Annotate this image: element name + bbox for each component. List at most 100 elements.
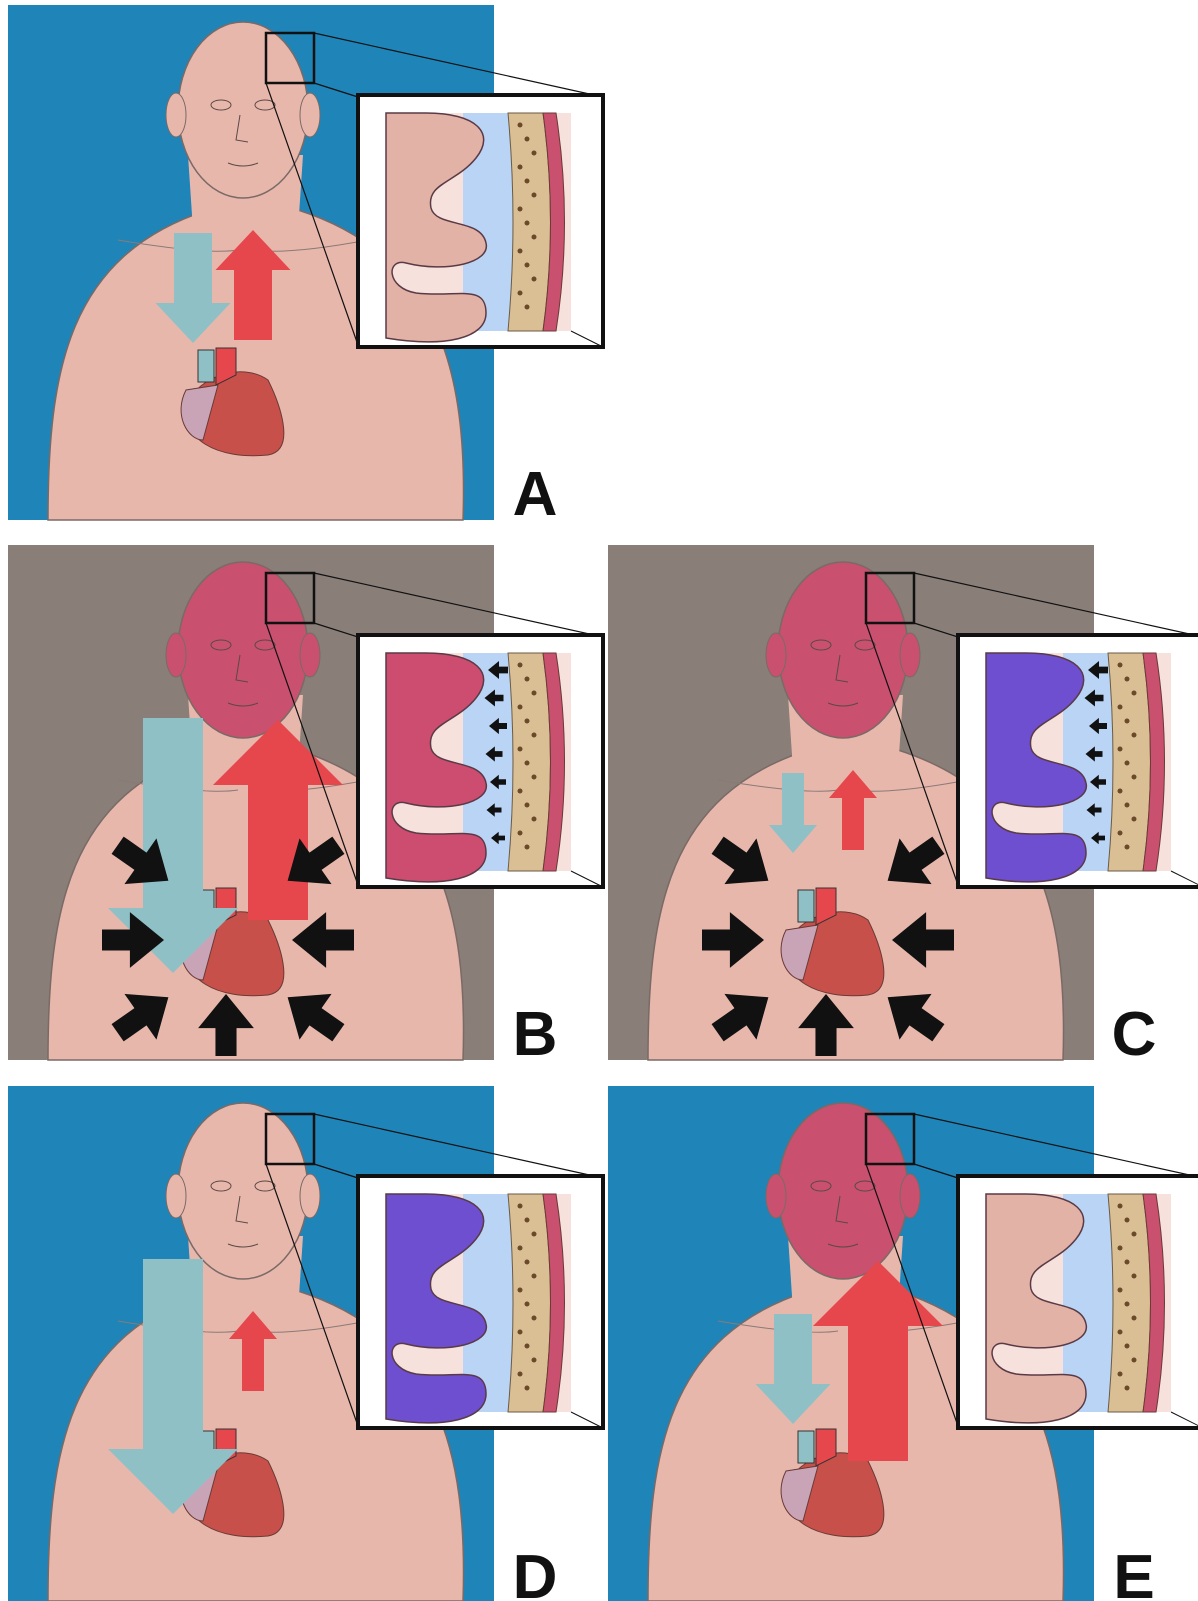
vena-cava	[198, 350, 214, 382]
bone-pore	[532, 733, 537, 738]
brain-inset	[358, 635, 603, 887]
head	[778, 1103, 908, 1279]
bone-pore	[1132, 775, 1137, 780]
head	[178, 1103, 308, 1279]
bone-pore	[525, 761, 530, 766]
bone-pore	[518, 165, 523, 170]
bone-pore	[1125, 677, 1130, 682]
bone-pore	[518, 1372, 523, 1377]
bone-pore	[532, 1274, 537, 1279]
bone-pore	[1125, 1302, 1130, 1307]
left-ear	[166, 1174, 186, 1218]
bone-pore	[532, 151, 537, 156]
bone-pore	[518, 123, 523, 128]
brain-gyri	[986, 653, 1086, 882]
panel-label: A	[513, 460, 558, 529]
panel-c: C	[608, 545, 1198, 1069]
bone-pore	[525, 719, 530, 724]
panel-d: D	[8, 1086, 603, 1601]
bone-pore	[1118, 705, 1123, 710]
bone-pore	[518, 1204, 523, 1209]
bone-pore	[1125, 1386, 1130, 1391]
brain-gyri	[986, 1194, 1086, 1423]
bone-pore	[1118, 1246, 1123, 1251]
bone-pore	[518, 789, 523, 794]
bone-pore	[525, 1218, 530, 1223]
bone-pore	[525, 677, 530, 682]
head	[178, 562, 308, 738]
bone-pore	[1118, 1204, 1123, 1209]
brain-gyri	[386, 113, 486, 342]
panel-label: C	[1112, 1000, 1157, 1069]
bone-pore	[525, 845, 530, 850]
bone-pore	[1125, 1218, 1130, 1223]
bone-pore	[1118, 1330, 1123, 1335]
bone-pore	[518, 1246, 523, 1251]
bone-pore	[532, 277, 537, 282]
bone-pore	[532, 1232, 537, 1237]
left-ear	[166, 633, 186, 677]
right-ear	[300, 633, 320, 677]
bone-pore	[525, 263, 530, 268]
right-ear	[900, 1174, 920, 1218]
bone-pore	[1132, 733, 1137, 738]
bone-pore	[518, 207, 523, 212]
bone-pore	[525, 1302, 530, 1307]
bone-pore	[532, 1316, 537, 1321]
panel-label: E	[1113, 1543, 1154, 1601]
bone-pore	[1132, 1232, 1137, 1237]
bone-pore	[525, 221, 530, 226]
bone-pore	[518, 1330, 523, 1335]
right-ear	[300, 1174, 320, 1218]
bone-pore	[1118, 789, 1123, 794]
brain-inset	[958, 1176, 1198, 1428]
bone-pore	[525, 1386, 530, 1391]
bone-pore	[1132, 817, 1137, 822]
panel-e: E	[608, 1086, 1198, 1601]
bone-pore	[518, 747, 523, 752]
bone-pore	[1125, 761, 1130, 766]
bone-pore	[518, 249, 523, 254]
bone-pore	[1125, 1344, 1130, 1349]
right-ear	[300, 93, 320, 137]
left-ear	[766, 633, 786, 677]
head	[178, 22, 308, 198]
brain-inset	[358, 1176, 603, 1428]
brain-inset	[358, 95, 603, 347]
bone-pore	[518, 291, 523, 296]
bone-pore	[532, 691, 537, 696]
panel-b: B	[8, 545, 603, 1069]
bone-pore	[1118, 831, 1123, 836]
bone-pore	[525, 803, 530, 808]
bone-pore	[525, 1260, 530, 1265]
bone-pore	[518, 705, 523, 710]
vena-cava	[798, 890, 814, 922]
right-ear	[900, 633, 920, 677]
bone-pore	[532, 193, 537, 198]
brain-inset	[958, 635, 1198, 887]
bone-pore	[1118, 747, 1123, 752]
bone-pore	[518, 1288, 523, 1293]
bone-pore	[1125, 1260, 1130, 1265]
bone-pore	[518, 831, 523, 836]
bone-pore	[525, 305, 530, 310]
bone-pore	[1125, 719, 1130, 724]
left-ear	[166, 93, 186, 137]
bone-pore	[1118, 1372, 1123, 1377]
bone-pore	[1125, 803, 1130, 808]
bone-pore	[1132, 691, 1137, 696]
bone-pore	[1132, 1316, 1137, 1321]
bone-pore	[525, 137, 530, 142]
vena-cava	[798, 1431, 814, 1463]
bone-pore	[532, 817, 537, 822]
bone-pore	[518, 663, 523, 668]
panel-label: D	[513, 1543, 558, 1601]
bone-pore	[532, 235, 537, 240]
brain-gyri	[386, 653, 486, 882]
bone-pore	[525, 1344, 530, 1349]
head	[778, 562, 908, 738]
bone-pore	[525, 179, 530, 184]
bone-pore	[532, 775, 537, 780]
bone-pore	[1125, 845, 1130, 850]
